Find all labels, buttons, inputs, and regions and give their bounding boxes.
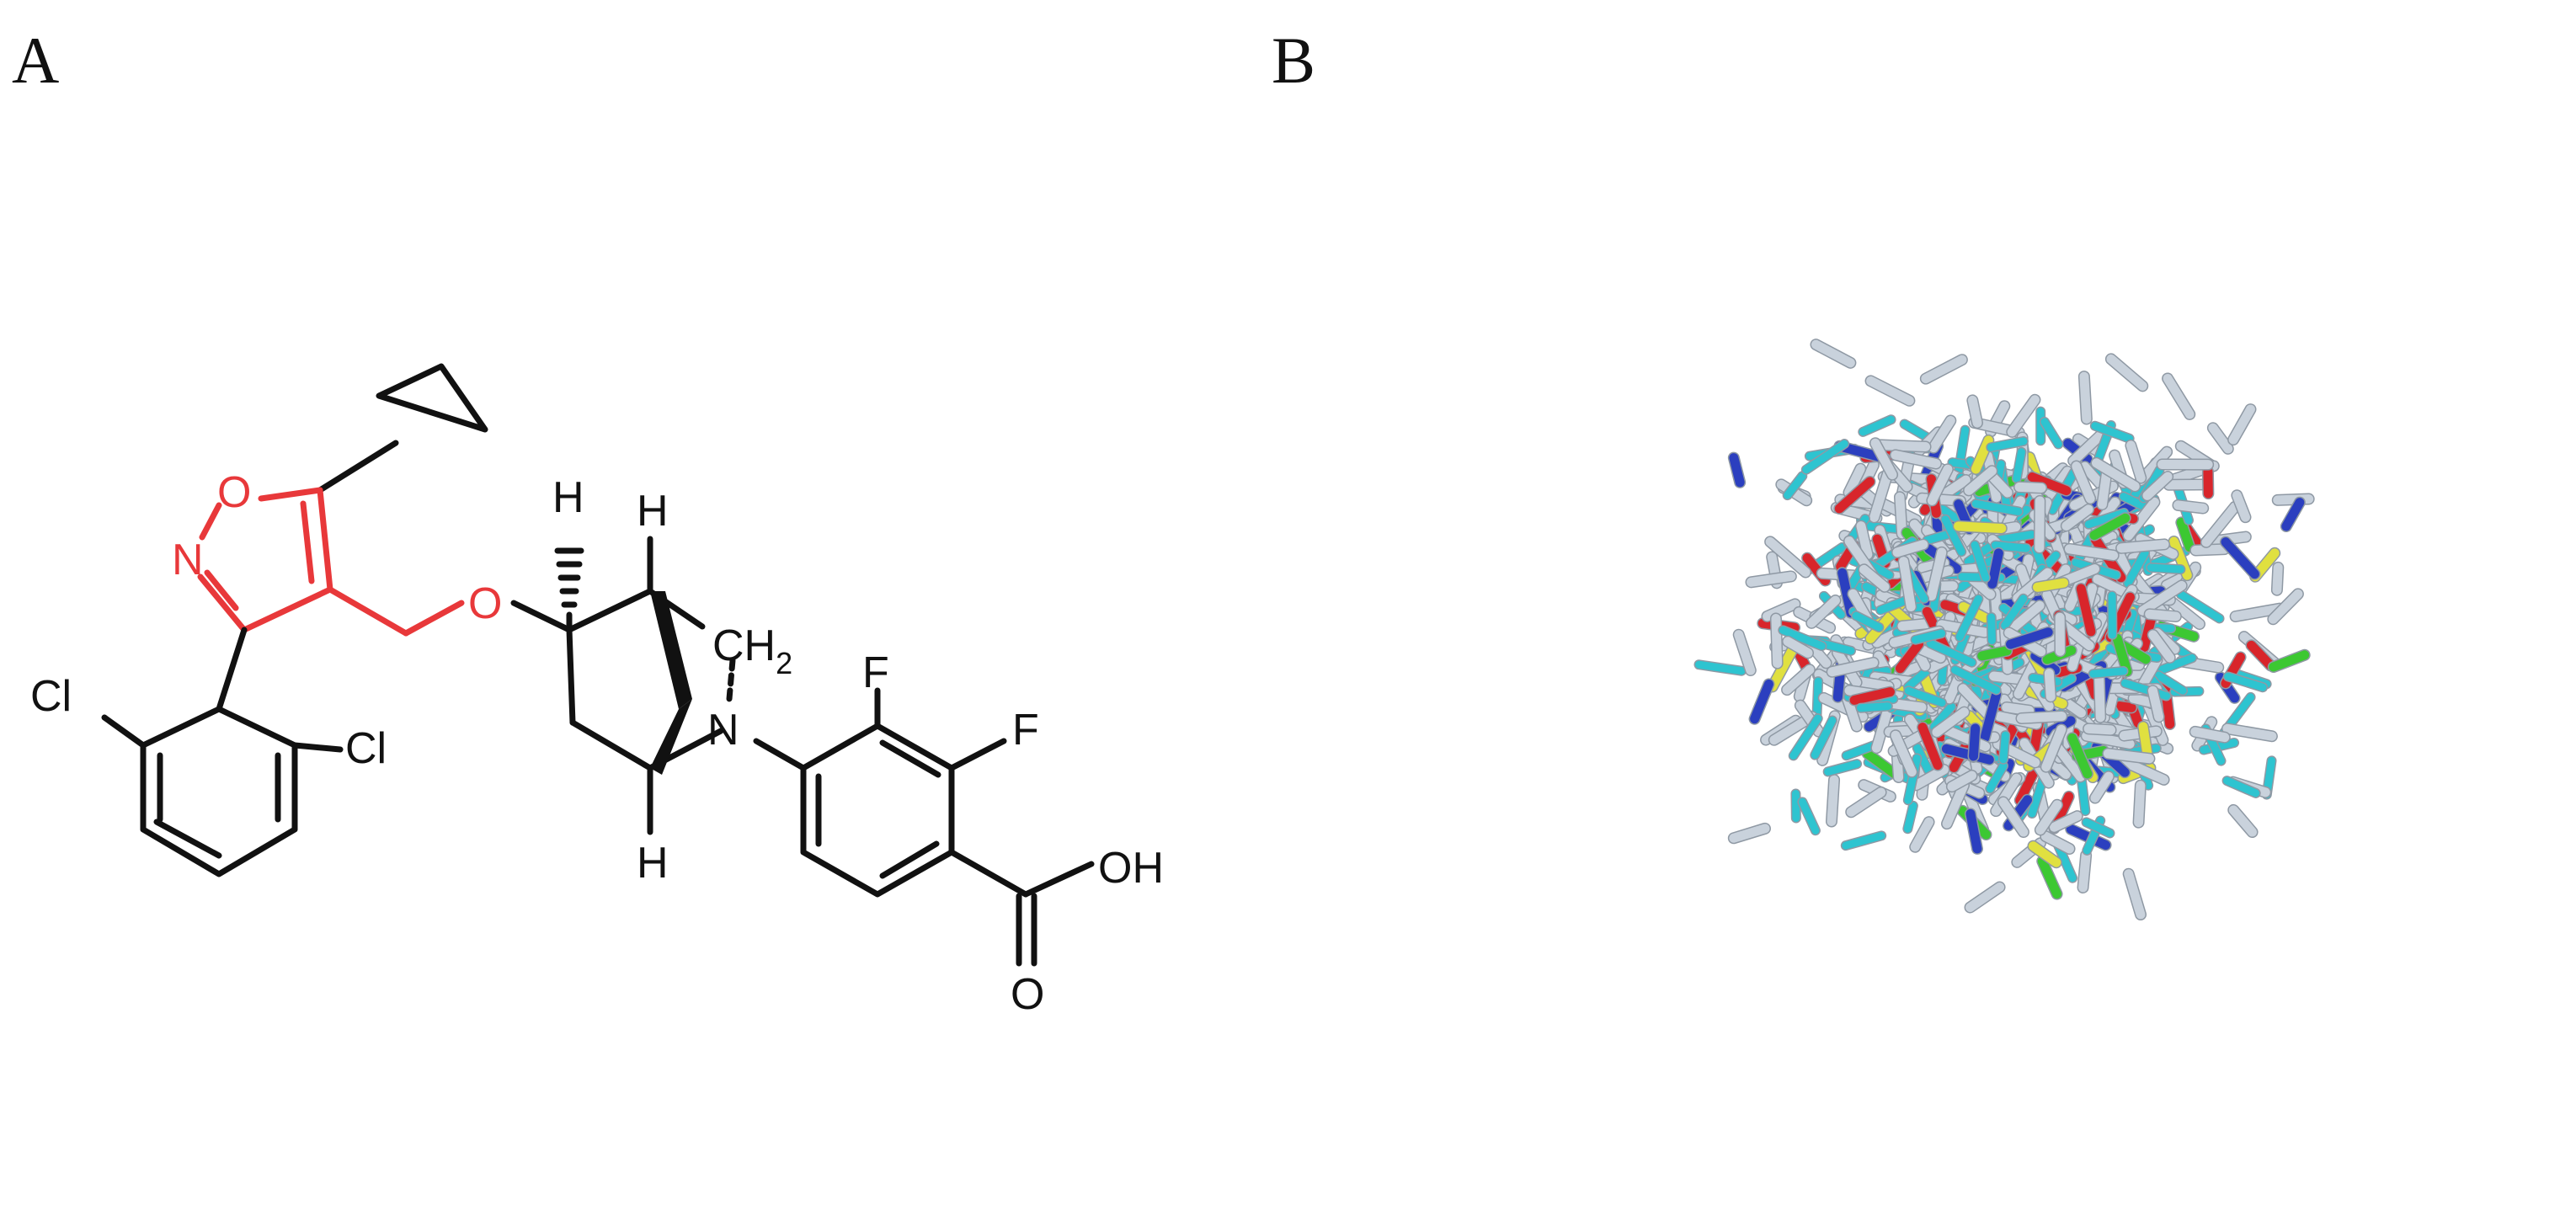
atom-fluorine-2: F bbox=[1012, 706, 1039, 755]
atom-hydrogen-top-right: H bbox=[637, 487, 669, 536]
difluorophenyl-ring bbox=[800, 723, 955, 898]
n-aryl-bond bbox=[753, 738, 807, 771]
panel-b-label: B bbox=[1272, 24, 1315, 97]
aryl-bond bbox=[216, 627, 248, 712]
atom-chlorine-left: Cl bbox=[30, 672, 72, 721]
chlorine-left-bond bbox=[101, 714, 147, 749]
atom-nitrogen-ring: N bbox=[172, 536, 204, 584]
wedge-bond bbox=[650, 591, 692, 709]
cyclopropyl-ring bbox=[376, 363, 488, 433]
atom-hydrogen-top-left: H bbox=[552, 473, 584, 522]
hashed-wedge bbox=[554, 547, 584, 628]
molecule-structure: O N O H H CH2 N H Cl Cl F F OH O bbox=[30, 363, 1164, 1019]
chlorine-right-bond bbox=[291, 742, 344, 753]
atom-hydroxyl: OH bbox=[1098, 844, 1164, 893]
fluorine-2-bond bbox=[948, 738, 1007, 771]
atom-methylene: CH2 bbox=[712, 621, 792, 680]
atom-hydrogen-bottom: H bbox=[637, 839, 669, 888]
cyclopropyl-bond bbox=[317, 440, 399, 493]
panel-a-label: A bbox=[12, 24, 59, 97]
atom-carbonyl-oxygen: O bbox=[1011, 970, 1044, 1019]
azabicyclic-core bbox=[510, 536, 736, 835]
carboxyl-bond bbox=[948, 849, 1029, 898]
atom-oxygen-ether: O bbox=[468, 579, 502, 628]
isoxazole-ring bbox=[197, 487, 465, 637]
atom-fluorine-1: F bbox=[862, 648, 889, 697]
atom-chlorine-right: Cl bbox=[345, 724, 387, 773]
atom-oxygen-ring: O bbox=[217, 468, 251, 517]
dichlorophenyl-ring bbox=[140, 706, 298, 877]
conformer-ensemble bbox=[1693, 339, 2315, 921]
atom-nitrogen-bridge: N bbox=[707, 706, 739, 755]
